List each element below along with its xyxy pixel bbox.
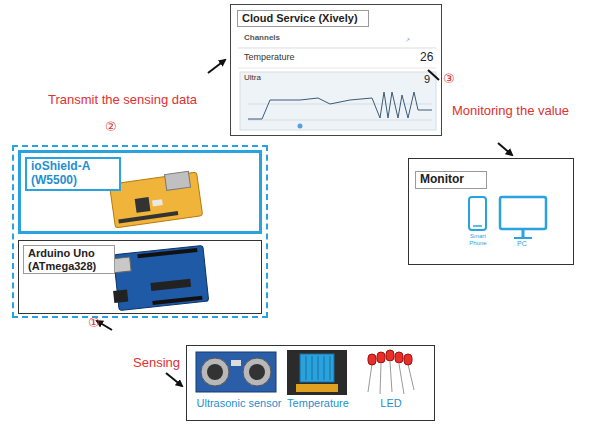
cloud-box: Cloud Service (Xively) (230, 4, 442, 136)
led-image (368, 350, 414, 394)
sensor-caption: Temperature (285, 397, 351, 410)
box-heading: ioShield-A (W5500) (25, 157, 121, 191)
arduino-board (110, 245, 209, 310)
channel-header: Channels (244, 34, 280, 43)
icon-caption: PC (517, 240, 527, 248)
channel-name: Temperature (244, 53, 295, 63)
channel-name: Ultra (244, 74, 261, 83)
share-icon: ↗ (405, 37, 410, 43)
callout-number: ② (105, 120, 125, 135)
ultrasonic-sensor-image (196, 352, 276, 392)
shield-box: ioShield-A (W5500) (18, 150, 262, 234)
sensor-box: Ultrasonic sensorTemperature LED (186, 345, 435, 421)
box-heading: Cloud Service (Xively) (237, 10, 369, 27)
dashboard-screenshot: ↗ (238, 37, 436, 130)
callout-number: ③ (443, 72, 455, 86)
callout-number: ① (88, 316, 100, 330)
channel-value: 26 (420, 51, 433, 64)
sensor-caption: Ultrasonic sensor (189, 397, 289, 410)
channel-value: 9 (424, 73, 430, 85)
sensor-caption: LED (363, 397, 419, 410)
ioshield-board (109, 171, 202, 228)
device-icons (469, 197, 546, 238)
annotation-text: Monitoring the value (452, 104, 569, 118)
arduino-box: Arduino Uno (ATmega328) (18, 240, 262, 314)
leader-arrows (97, 60, 512, 386)
annotation-text: Sensing (133, 356, 180, 370)
annotation-text: Transmit the sensing data (48, 93, 197, 107)
device-group: ②ioShield-A (W5500)Arduino Uno (ATmega32… (12, 145, 268, 318)
box-heading: Arduino Uno (ATmega328) (23, 245, 115, 274)
temperature-sensor-image (287, 350, 347, 395)
icon-caption: Smart Phone (466, 233, 490, 246)
box-heading: Monitor (415, 171, 487, 189)
monitor-box: Monitor (408, 158, 574, 265)
